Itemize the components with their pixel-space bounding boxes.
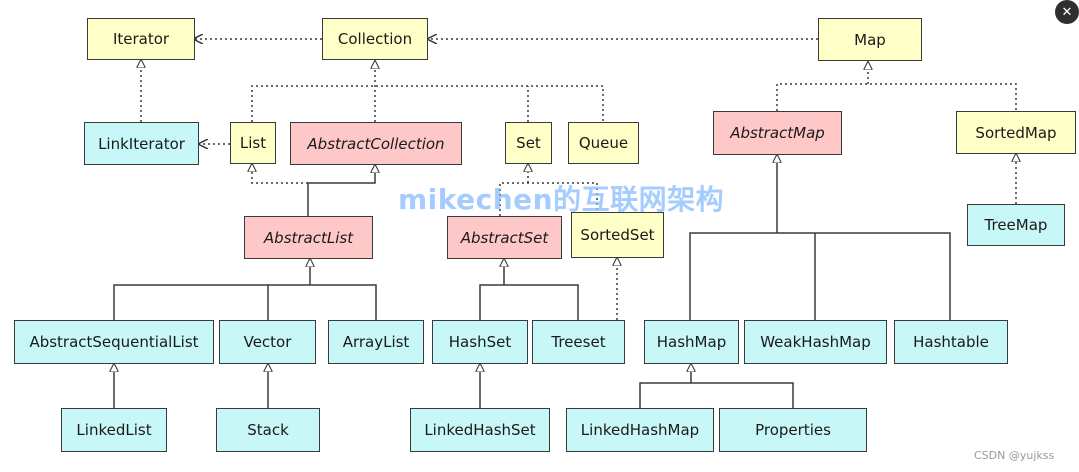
node-linked-list: LinkedList [61,408,167,452]
node-tree-map: TreeMap [967,204,1065,246]
node-abstract-map: AbstractMap [713,111,842,155]
close-button[interactable]: ✕ [1055,0,1079,24]
node-hashtable: Hashtable [894,320,1008,364]
node-link-iterator: LinkIterator [84,122,199,165]
node-sorted-set: SortedSet [571,212,664,258]
node-abstract-list: AbstractList [244,216,373,259]
node-abstract-sequential-list: AbstractSequentialList [14,320,214,364]
node-list: List [230,122,276,164]
node-tree-set: Treeset [532,320,625,364]
node-abstract-set: AbstractSet [447,216,562,259]
node-set: Set [505,122,552,164]
node-queue: Queue [568,122,639,164]
credit-text: CSDN @yujkss [974,449,1055,462]
node-weak-hash-map: WeakHashMap [744,320,887,364]
node-properties: Properties [719,408,867,452]
node-linked-hash-set: LinkedHashSet [410,408,550,452]
node-iterator: Iterator [87,18,195,60]
watermark: mikechen的互联网架构 [398,183,725,216]
node-hash-map: HashMap [644,320,739,364]
node-array-list: ArrayList [328,320,424,364]
node-collection: Collection [322,18,428,60]
node-abstract-collection: AbstractCollection [290,122,462,165]
node-map: Map [818,18,922,61]
node-vector: Vector [219,320,316,364]
node-hash-set: HashSet [432,320,528,364]
node-sorted-map: SortedMap [956,111,1076,154]
node-linked-hash-map: LinkedHashMap [566,408,714,452]
node-stack: Stack [216,408,320,452]
